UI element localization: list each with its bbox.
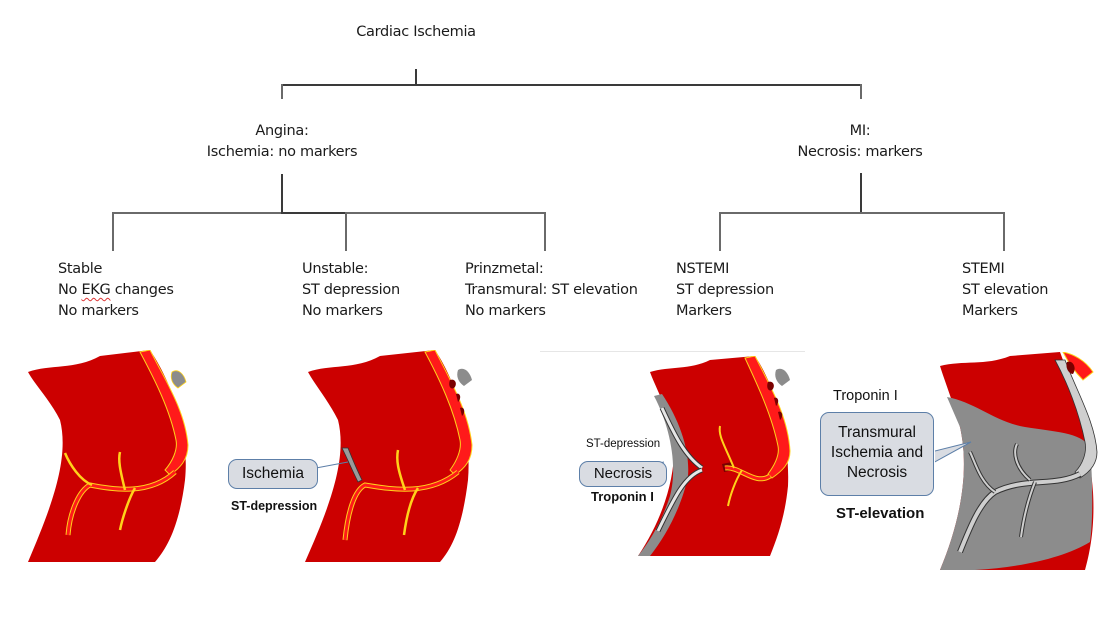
unstable-drop: [345, 212, 347, 251]
callout-ischemia: Ischemia: [228, 459, 318, 489]
plaque: [775, 368, 790, 386]
angina-stem: [281, 174, 283, 213]
coronary-artery: [139, 350, 189, 476]
leaf-prinzmetal-line-3: No markers: [465, 303, 546, 319]
leaf-prinzmetal: Prinzmetal: Transmural: ST elevation No …: [465, 259, 638, 322]
necrotic-vessel-upper-inner: [660, 407, 703, 470]
artery-branch-3: [727, 469, 743, 507]
vessel-branch-2-inner: [969, 451, 996, 493]
root-bar: [281, 84, 861, 86]
leaf-nstemi: NSTEMI ST depression Markers: [676, 259, 774, 322]
vessel-branch-3-inner: [1020, 481, 1036, 538]
mi-drop: [860, 84, 862, 99]
plaque-deposit-3: [778, 411, 783, 420]
label-troponin-stemi: Troponin I: [833, 388, 898, 404]
coronary-artery-occluded: [1054, 359, 1098, 479]
branch-mi: MI: Necrosis: markers: [780, 121, 940, 163]
heart-illustration-stable: [28, 350, 189, 562]
ischemic-region: [341, 447, 363, 483]
leaf-nstemi-line-3: Markers: [676, 303, 732, 319]
stable-drop: [112, 212, 114, 251]
leaf-nstemi-line-1: NSTEMI: [676, 261, 730, 277]
callout-pointer: [315, 461, 349, 469]
plaque: [457, 368, 472, 386]
stemi-drop: [1003, 212, 1005, 251]
branch-mi-line-1: MI:: [849, 123, 871, 139]
leaf-stable-line-2: No EKG changes: [58, 282, 174, 298]
branch-angina-line-1: Angina:: [255, 123, 309, 139]
necrotic-vessel-lower-inner: [656, 468, 703, 532]
vessel-branch-1-inner: [1014, 443, 1031, 481]
callout-transmural-line-3: Necrosis: [846, 464, 908, 481]
root-title: Cardiac Ischemia: [346, 22, 486, 43]
callout-pointer: [935, 441, 972, 463]
branch-angina: Angina: Ischemia: no markers: [192, 121, 372, 163]
leaf-stemi-line-3: Markers: [962, 303, 1018, 319]
caption-st-depression-unstable: ST-depression: [231, 499, 318, 513]
leaf-stemi: STEMI ST elevation Markers: [962, 259, 1048, 322]
heart-illustration-nstemi: [630, 356, 791, 556]
vessel-branch-main-inner: [958, 472, 1081, 553]
branch-mi-line-2: Necrosis: markers: [797, 144, 923, 160]
artery-branch-main-inner: [724, 466, 771, 481]
plaque-deposit-1: [449, 379, 456, 389]
plaque-deposit-1: [767, 381, 774, 391]
artery-branch-1: [117, 451, 127, 491]
angina-bar-dark: [281, 212, 346, 214]
callout-transmural-line-2: Ischemia and: [830, 444, 924, 461]
leaf-prinzmetal-line-1: Prinzmetal:: [465, 261, 544, 277]
plaque-deposit-2: [456, 393, 461, 402]
artery-branch-main-inner: [343, 470, 459, 541]
plaque-deposit: [1066, 361, 1075, 374]
plaque-deposit-3: [460, 407, 465, 416]
callout-necrosis: Necrosis: [579, 461, 667, 487]
artery-branch-2: [63, 452, 93, 487]
caption-st-elevation: ST-elevation: [836, 505, 925, 522]
callout-ischemia-text: Ischemia: [241, 465, 305, 482]
artery-branch-1: [718, 425, 735, 469]
heart-illustration-stemi: [935, 352, 1098, 570]
callout-transmural: Transmural Ischemia and Necrosis: [820, 412, 934, 496]
leaf-stable-line-3: No markers: [58, 303, 139, 319]
leaf-stemi-line-2: ST elevation: [962, 282, 1049, 298]
spellcheck-word: EKG: [81, 282, 111, 298]
root-title-text: Cardiac Ischemia: [356, 24, 476, 40]
label-st-depression-nstemi: ST-depression: [586, 438, 661, 450]
prinzmetal-drop: [544, 212, 546, 251]
leaf-nstemi-line-2: ST depression: [676, 282, 774, 298]
plaque: [170, 370, 187, 389]
leaf-prinzmetal-line-2: Transmural: ST elevation: [465, 282, 638, 298]
panel-divider: [540, 351, 805, 352]
myocardium-wall: [305, 350, 469, 562]
root-stem: [415, 69, 417, 85]
leaf-stable: Stable No EKG changes No markers: [58, 259, 174, 322]
leaf-unstable-line-2: ST depression: [302, 282, 400, 298]
leaf-stable-line-1: Stable: [58, 261, 103, 277]
leaf-stemi-line-1: STEMI: [962, 261, 1005, 277]
nstemi-drop: [719, 212, 721, 251]
callout-necrosis-text: Necrosis: [593, 465, 653, 482]
artery-branch-1: [396, 449, 407, 491]
branch-angina-line-2: Ischemia: no markers: [206, 144, 358, 160]
plaque-deposit-2: [774, 397, 779, 406]
leaf-unstable-line-3: No markers: [302, 303, 383, 319]
callout-transmural-line-1: Transmural: [838, 424, 916, 441]
caption-troponin-nstemi: Troponin I: [591, 489, 654, 504]
leaf-unstable-line-1: Unstable:: [302, 261, 369, 277]
heart-illustration-unstable: [305, 350, 473, 562]
leaf-unstable: Unstable: ST depression No markers: [302, 259, 400, 322]
artery-branch-3: [118, 487, 137, 531]
mi-stem: [860, 173, 862, 213]
artery-branch-3: [402, 487, 420, 536]
angina-drop: [281, 84, 283, 99]
mi-bar: [719, 212, 1005, 214]
myocardium-wall: [28, 350, 186, 562]
